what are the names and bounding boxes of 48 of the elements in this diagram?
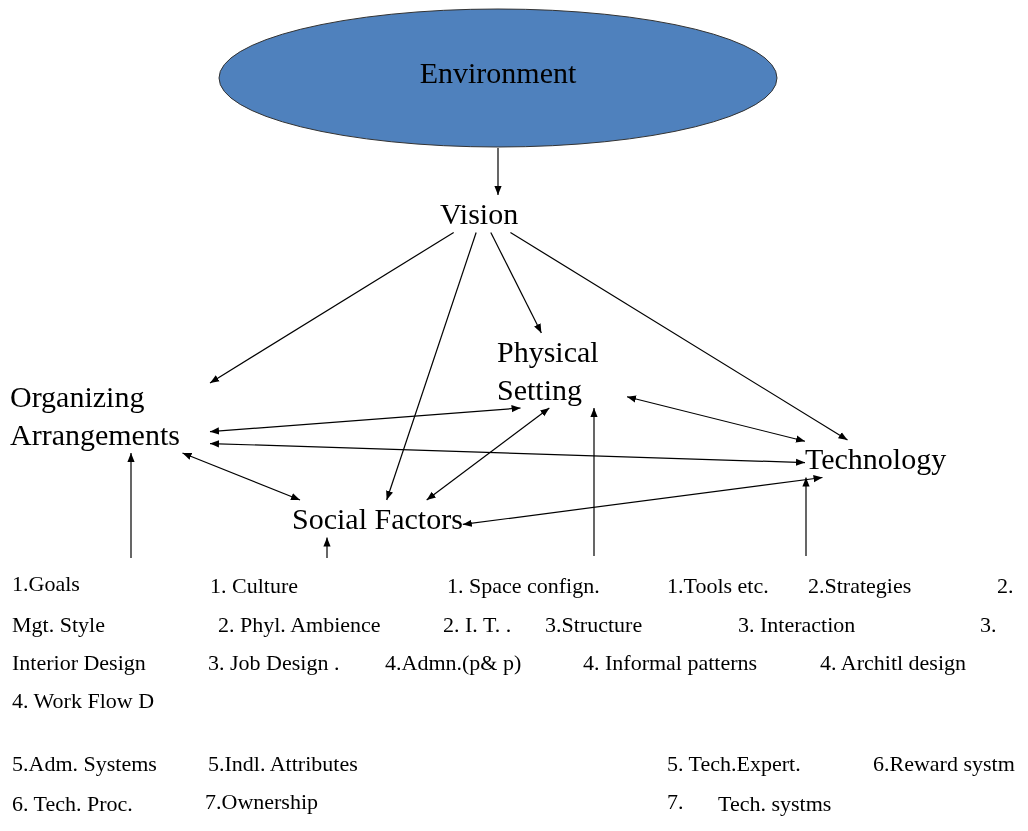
list-text: 3. <box>980 613 997 638</box>
list-text: 5.Indl. Attributes <box>208 752 358 777</box>
list-text: 6. Tech. Proc. <box>12 792 133 817</box>
arrow <box>209 405 522 435</box>
arrow <box>490 231 542 334</box>
list-text: 1.Tools etc. <box>667 574 769 599</box>
arrow <box>494 147 502 196</box>
arrow <box>509 231 849 441</box>
arrow <box>181 452 301 501</box>
list-text: 4. Informal patterns <box>583 651 758 676</box>
list-text: Mgt. Style <box>12 613 105 638</box>
list-text: 5.Adm. Systems <box>12 752 157 777</box>
list-text: 3. Job Design . <box>208 651 340 676</box>
list-text: 2.Strategies <box>808 574 912 599</box>
arrow <box>590 407 598 557</box>
node-label: Organizing Arrangements <box>10 378 210 453</box>
list-text: Interior Design <box>12 651 146 676</box>
node-label: Vision <box>440 195 519 233</box>
arrow <box>323 536 331 559</box>
arrow <box>127 452 135 559</box>
list-text: 4. Work Flow D <box>12 689 155 714</box>
node-label: Physical Setting <box>497 333 627 408</box>
node-label: Technology <box>805 440 947 478</box>
list-text: Tech. systms <box>718 792 832 817</box>
ellipse-node <box>218 8 778 148</box>
arrow <box>462 475 824 527</box>
arrow <box>386 231 477 501</box>
list-text: 1.Goals <box>12 572 80 597</box>
list-text: 1. Culture <box>210 574 298 599</box>
node-label: Social Factors <box>292 500 463 538</box>
arrow <box>209 440 806 466</box>
list-text: 2. I. T. . <box>443 613 512 638</box>
arrow <box>426 407 550 501</box>
list-text: 4.Admn.(p& p) <box>385 651 522 676</box>
list-text: 3.Structure <box>545 613 643 638</box>
list-text: 3. Interaction <box>738 613 856 638</box>
list-text: 7.Ownership <box>205 790 319 815</box>
list-text: 2. Phyl. Ambience <box>218 613 381 638</box>
arrow <box>802 476 810 557</box>
list-text: 6.Reward systm <box>873 752 1015 777</box>
list-text: 7. <box>667 790 684 815</box>
arrow <box>626 395 806 443</box>
list-text: 2. <box>997 574 1014 599</box>
list-text: 4. Architl design <box>820 651 967 676</box>
list-text: 5. Tech.Expert. <box>667 752 801 777</box>
node-label: Environment <box>419 55 577 92</box>
list-text: 1. Space confign. <box>447 574 600 599</box>
arrow <box>209 231 455 384</box>
